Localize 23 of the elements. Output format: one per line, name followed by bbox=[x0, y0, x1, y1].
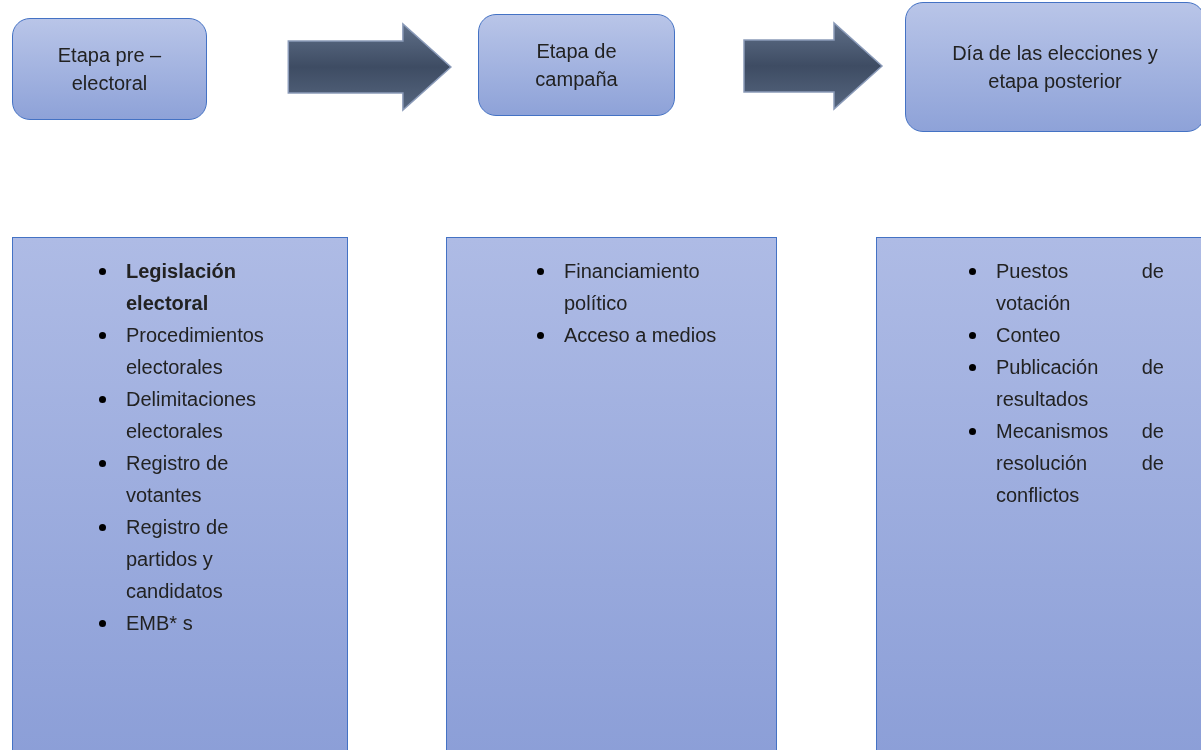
stage-box bbox=[12, 18, 207, 120]
list-item: Delimitaciones electorales bbox=[126, 387, 258, 444]
list-item: Acceso a medios bbox=[564, 323, 718, 348]
stage-label: Etapa de campaña bbox=[534, 39, 619, 92]
list-item: Legislación electoral bbox=[126, 259, 238, 316]
list-item: Mecanismos de resolución de conflictos bbox=[996, 419, 1164, 508]
stage-label: Día de las elecciones y etapa posterior bbox=[951, 41, 1159, 94]
list-item: EMB* s bbox=[126, 611, 194, 636]
topic-panel bbox=[446, 237, 777, 750]
list-item: Registro de partidos y candidatos bbox=[126, 515, 230, 604]
stage-label: Etapa pre – electoral bbox=[56, 43, 163, 96]
topic-panel bbox=[876, 237, 1201, 750]
list-item: Registro de votantes bbox=[126, 451, 230, 508]
block-arrow bbox=[287, 22, 453, 112]
list-item: Financiamiento político bbox=[564, 259, 701, 316]
list-item: Puestos de votación bbox=[996, 259, 1164, 316]
stage-box bbox=[478, 14, 675, 116]
block-arrow bbox=[743, 21, 884, 111]
topic-panel bbox=[12, 237, 348, 750]
list-item: Procedimientos electorales bbox=[126, 323, 265, 380]
list-item: Publicación de resultados bbox=[996, 355, 1164, 412]
stage-box bbox=[905, 2, 1201, 132]
list-item: Conteo bbox=[996, 323, 1062, 348]
